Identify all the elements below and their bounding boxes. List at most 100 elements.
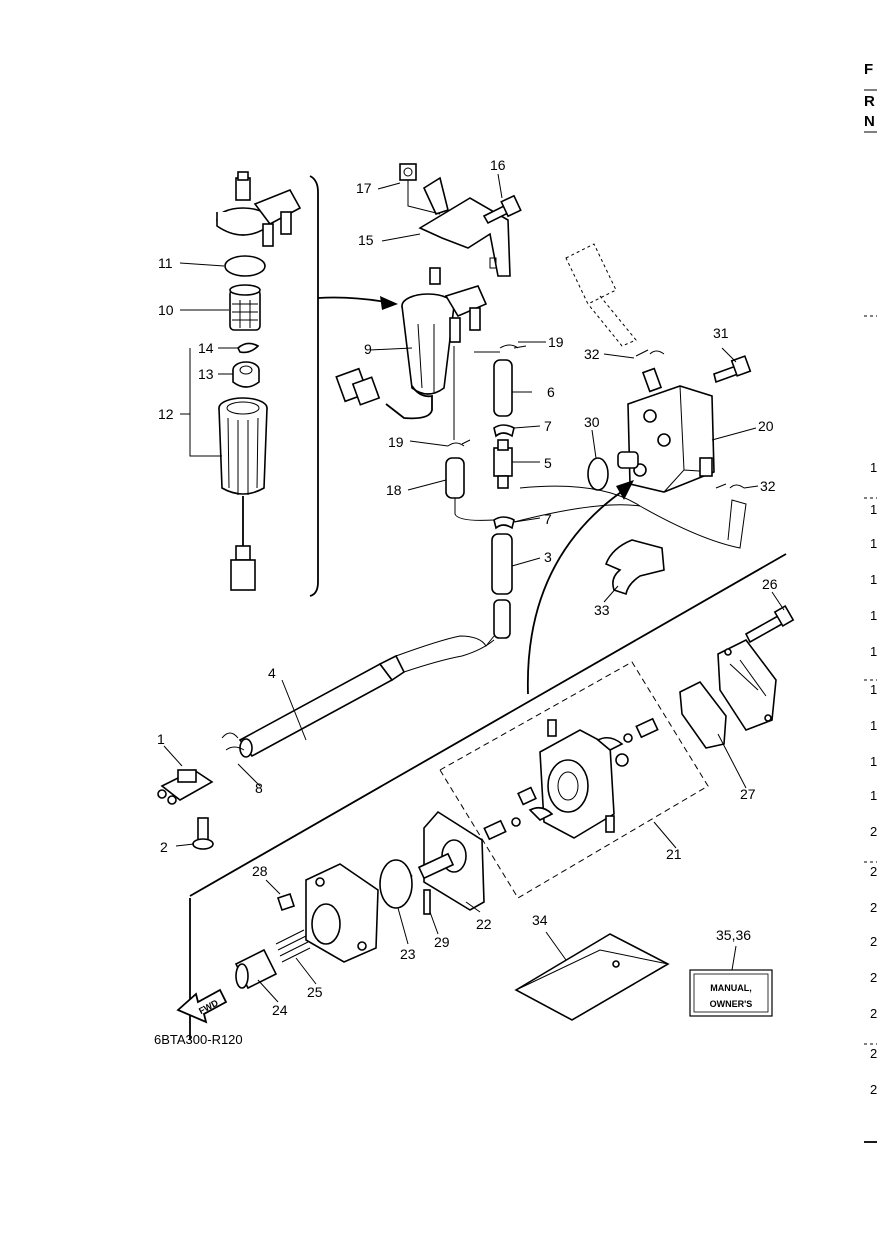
edge-number-13: 2 [870, 934, 877, 949]
edge-number-1: 1 [870, 502, 877, 517]
spring-23 [379, 859, 413, 909]
callout-3: 3 [544, 549, 552, 565]
callout-26: 26 [762, 576, 778, 592]
hose-18-line [454, 498, 641, 523]
edge-number-3: 1 [870, 572, 877, 587]
leader-lines-lower [257, 879, 481, 1003]
housing-28 [276, 863, 379, 963]
nut-17 [399, 163, 417, 181]
edge-number-2: 1 [870, 536, 877, 551]
clip-32b [715, 483, 745, 489]
edge-number-8: 1 [870, 754, 877, 769]
callout-3536: 35,36 [716, 927, 751, 943]
nut-13 [232, 361, 260, 388]
clamp-33 [604, 539, 665, 596]
callout-11: 11 [158, 255, 173, 271]
edge-number-9: 1 [870, 788, 877, 803]
callout-7b: 7 [544, 511, 552, 527]
leader-3536 [731, 945, 737, 971]
diaphragm-22 [417, 810, 485, 911]
leader-lines-center [369, 341, 546, 567]
clip-19a [499, 344, 527, 349]
edge-number-16: 2 [870, 1046, 877, 1061]
callout-14: 14 [198, 340, 214, 356]
o-ring-11 [224, 255, 266, 277]
callout-18: 18 [386, 482, 402, 498]
pump-body-21 [483, 717, 659, 841]
bolt-26 [744, 604, 795, 644]
callout-24: 24 [272, 1002, 288, 1018]
hose-3 [491, 533, 513, 595]
arrow-filter-to-pump [317, 296, 387, 303]
dashed-group-21 [439, 661, 709, 899]
clip-8 [221, 732, 245, 751]
edge-number-7: 1 [870, 718, 877, 733]
bolt-16 [482, 194, 522, 225]
hose-clip-7a [493, 424, 515, 438]
leader-lines-left [179, 262, 238, 457]
filter-cup-12 [218, 397, 268, 591]
arrow-head-up [616, 480, 634, 500]
callout-22: 22 [476, 916, 492, 932]
edge-number-5: 1 [870, 644, 877, 659]
plunger-24 [234, 948, 278, 990]
arrow-head [380, 296, 398, 310]
owners-manual-box [689, 969, 773, 1017]
callout-10: 10 [158, 302, 174, 318]
hose-clip-7b [493, 516, 515, 530]
o-ring-30 [587, 457, 609, 491]
edge-letter-0: F [864, 61, 873, 78]
callout-28: 28 [252, 863, 268, 879]
bag-34 [514, 933, 670, 1021]
edge-number-10: 2 [870, 824, 877, 839]
bolt-31 [713, 355, 752, 384]
edge-number-15: 2 [870, 1006, 877, 1021]
callout-34: 34 [532, 912, 548, 928]
callout-29: 29 [434, 934, 450, 950]
pin-29 [423, 889, 431, 915]
edge-letter-1: R [864, 93, 875, 110]
callout-23: 23 [400, 946, 416, 962]
connector-1 [157, 769, 214, 805]
callout-4: 4 [268, 665, 276, 681]
callout-20: 20 [758, 418, 774, 434]
bracket-15 [418, 176, 511, 277]
callout-8: 8 [255, 780, 263, 796]
edge-rule [864, 89, 877, 133]
manual-label-line1: MANUAL, [710, 983, 752, 993]
edge-number-6: 1 [870, 682, 877, 697]
leader-lines-right [591, 347, 759, 603]
electric-pump-9 [335, 267, 488, 420]
screw-2 [192, 817, 214, 850]
edge-number-0: 1 [870, 460, 877, 475]
callout-32b: 32 [760, 478, 776, 494]
figure-reference: 6BTA300-R120 [154, 1032, 243, 1047]
hose-18 [445, 457, 465, 499]
callout-21: 21 [666, 846, 682, 862]
callout-19b: 19 [388, 434, 404, 450]
fwd-arrow-icon [176, 988, 228, 1024]
leader-lines-top [377, 173, 503, 242]
callout-6: 6 [547, 384, 555, 400]
callout-27: 27 [740, 786, 756, 802]
callout-31: 31 [713, 325, 729, 341]
callout-5: 5 [544, 455, 552, 471]
manual-label-line2: OWNER'S [710, 999, 753, 1009]
spring-25 [275, 929, 311, 963]
callout-33: 33 [594, 602, 610, 618]
leader-34 [545, 931, 567, 961]
clip-32a [635, 349, 665, 357]
hose-end [493, 599, 511, 639]
callout-32a: 32 [584, 346, 600, 362]
edge-number-17: 2 [870, 1082, 877, 1097]
diagonal-divider [189, 553, 787, 897]
fuel-pump-20 [617, 367, 715, 493]
fuel-pipe-4 [238, 635, 495, 758]
clip-19b [447, 439, 471, 447]
filter-element-10 [229, 284, 261, 331]
edge-number-11: 2 [870, 864, 877, 879]
clip-14 [237, 342, 260, 354]
edge-number-4: 1 [870, 608, 877, 623]
cover-27 [679, 638, 777, 749]
